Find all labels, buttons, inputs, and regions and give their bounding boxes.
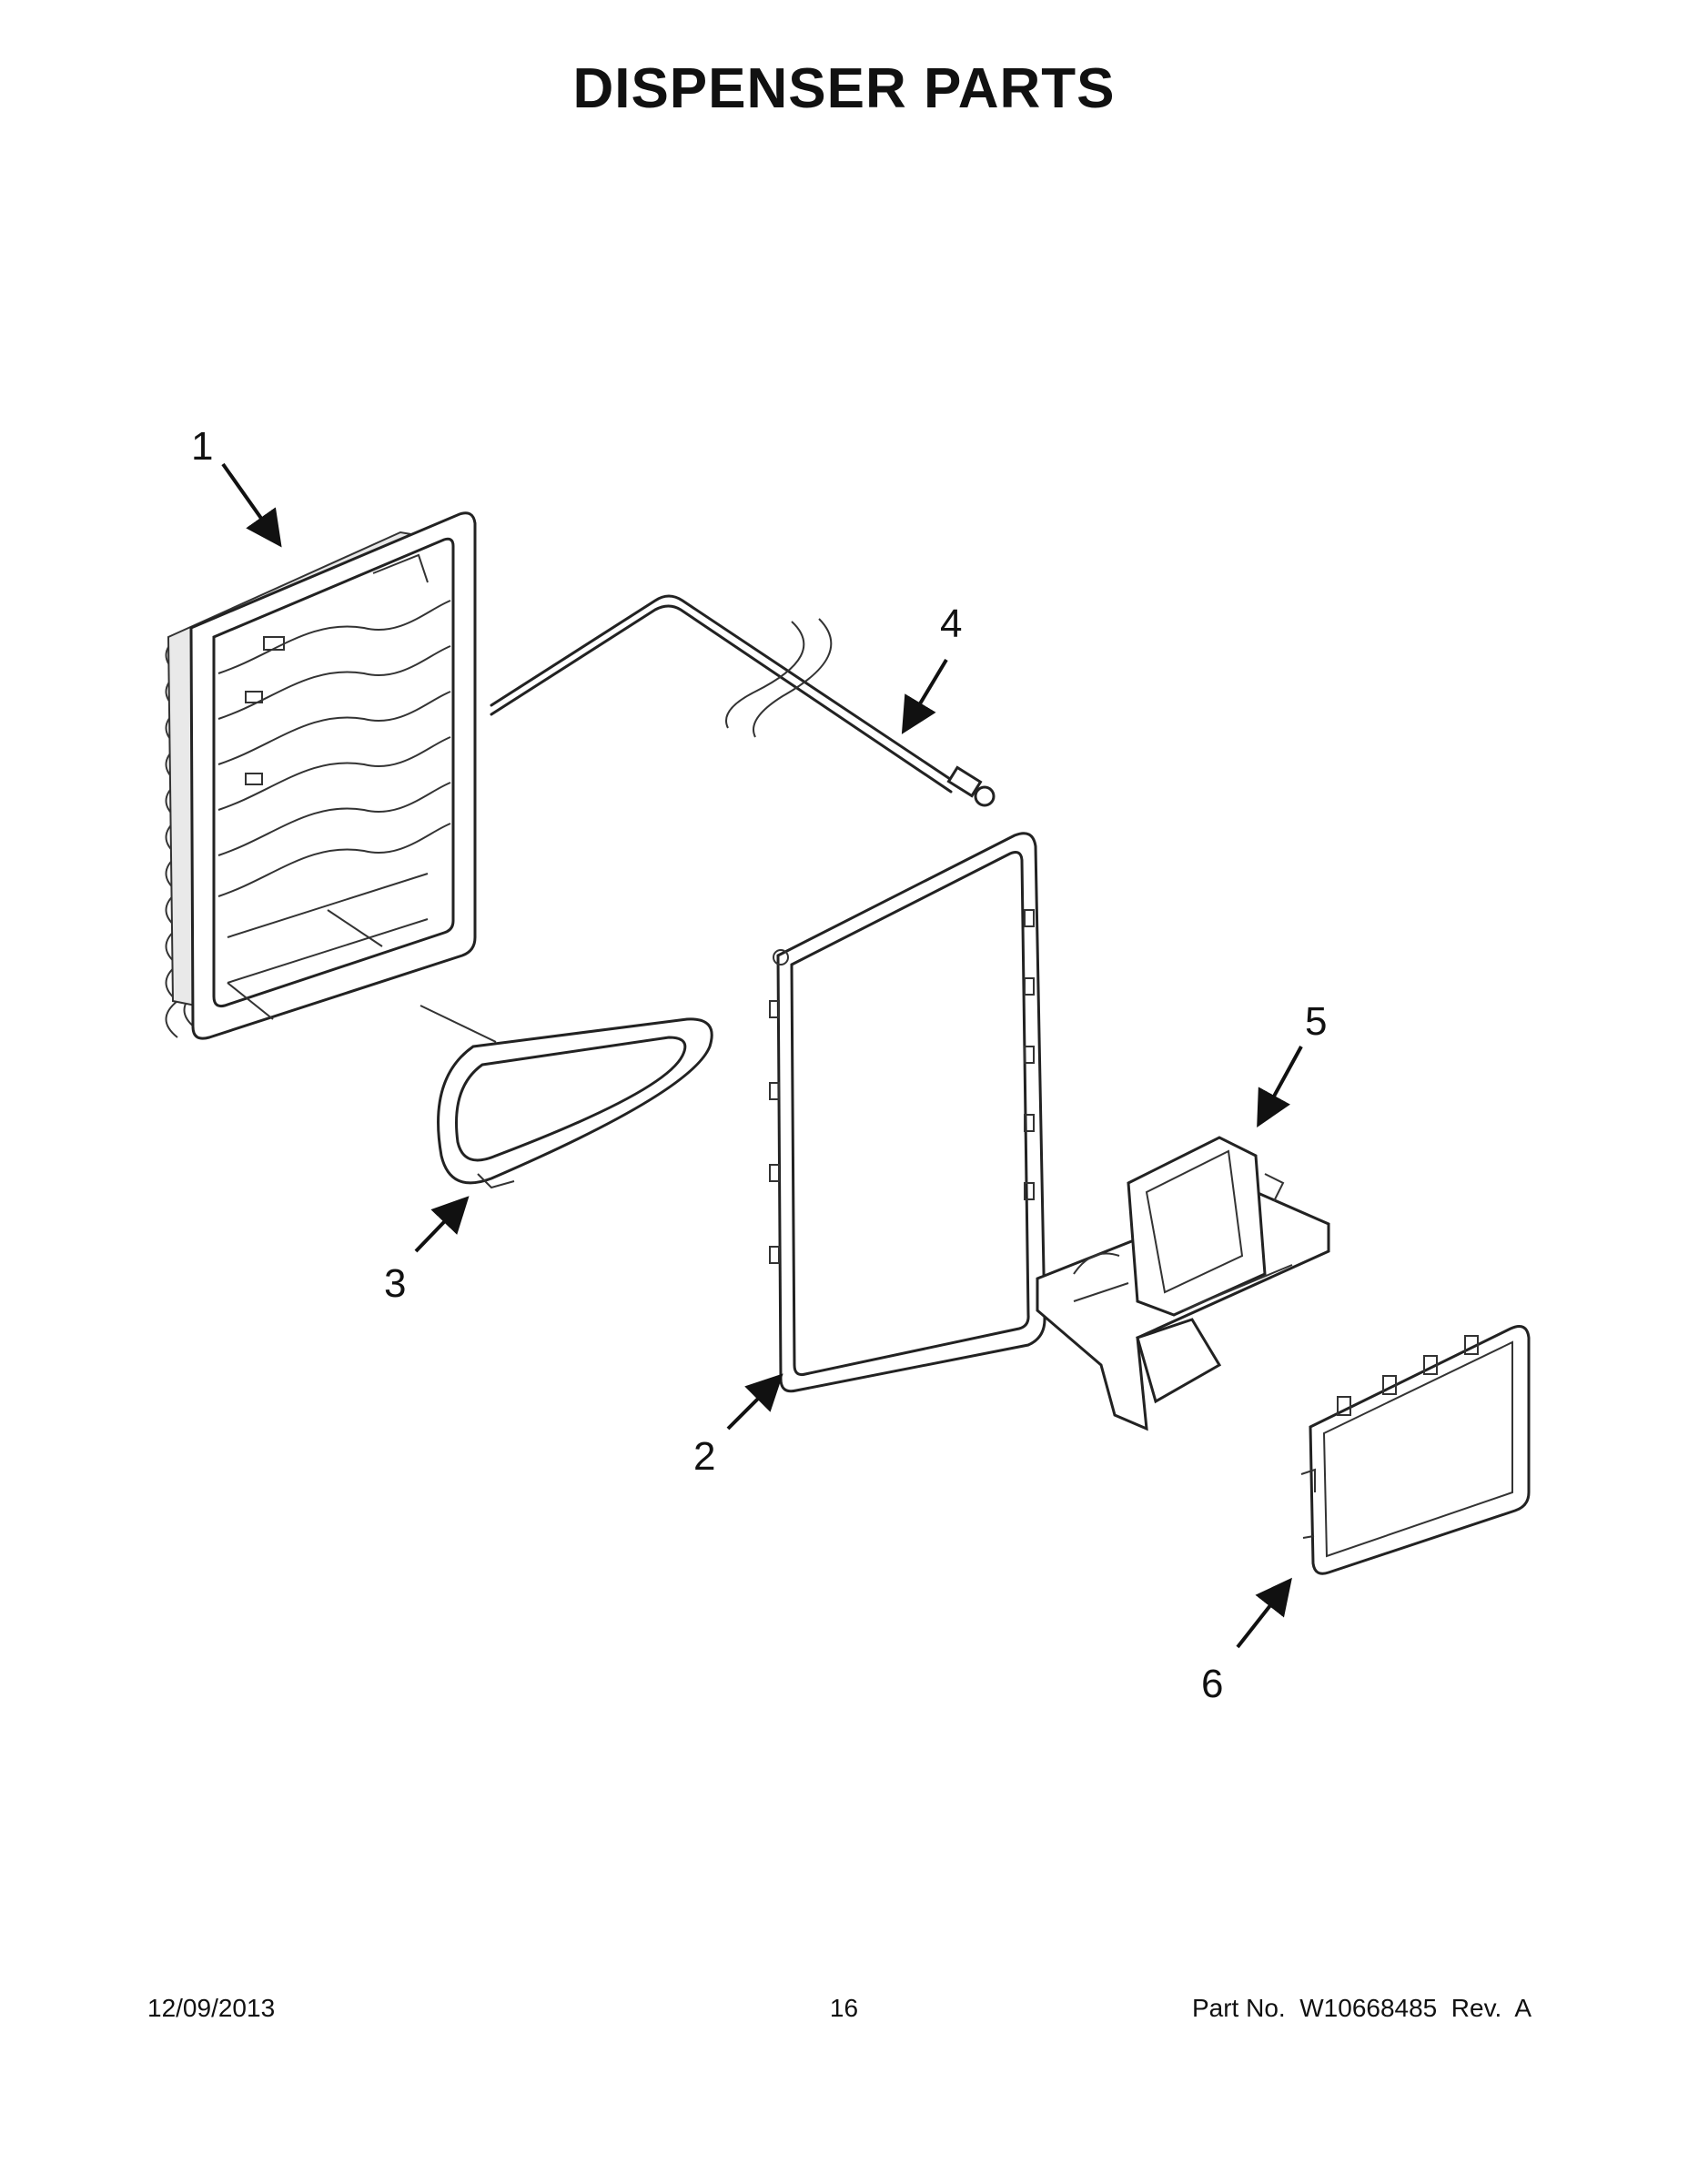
footer-page-number: 16 [829,1994,859,2022]
footer-part-number: Part No. W10668485 Rev. A [1191,1994,1531,2022]
leader-arrow-4 [901,658,948,734]
leader-arrow-1 [221,462,282,548]
part-1-housing[interactable] [165,511,477,1040]
part-3-gasket[interactable] [419,1005,713,1189]
page-title: DISPENSER PARTS [572,57,1116,120]
leader-arrow-2 [726,1373,783,1431]
leader-arrow-3 [414,1196,470,1253]
part-5-mechanism[interactable] [1036,1136,1330,1431]
callout-3: 3 [384,1261,406,1306]
callout-1: 1 [191,424,213,469]
callout-2: 2 [693,1434,715,1479]
leader-arrow-5 [1257,1046,1303,1128]
callout-5: 5 [1305,999,1327,1044]
footer-date: 12/09/2013 [147,1994,276,2022]
leader-arrow-6 [1236,1577,1292,1649]
part-4-tube[interactable] [490,594,996,807]
callout-4: 4 [940,602,962,646]
part-2-frame[interactable] [769,832,1046,1393]
callout-6: 6 [1201,1662,1223,1706]
part-6-cover[interactable] [1300,1325,1531,1575]
